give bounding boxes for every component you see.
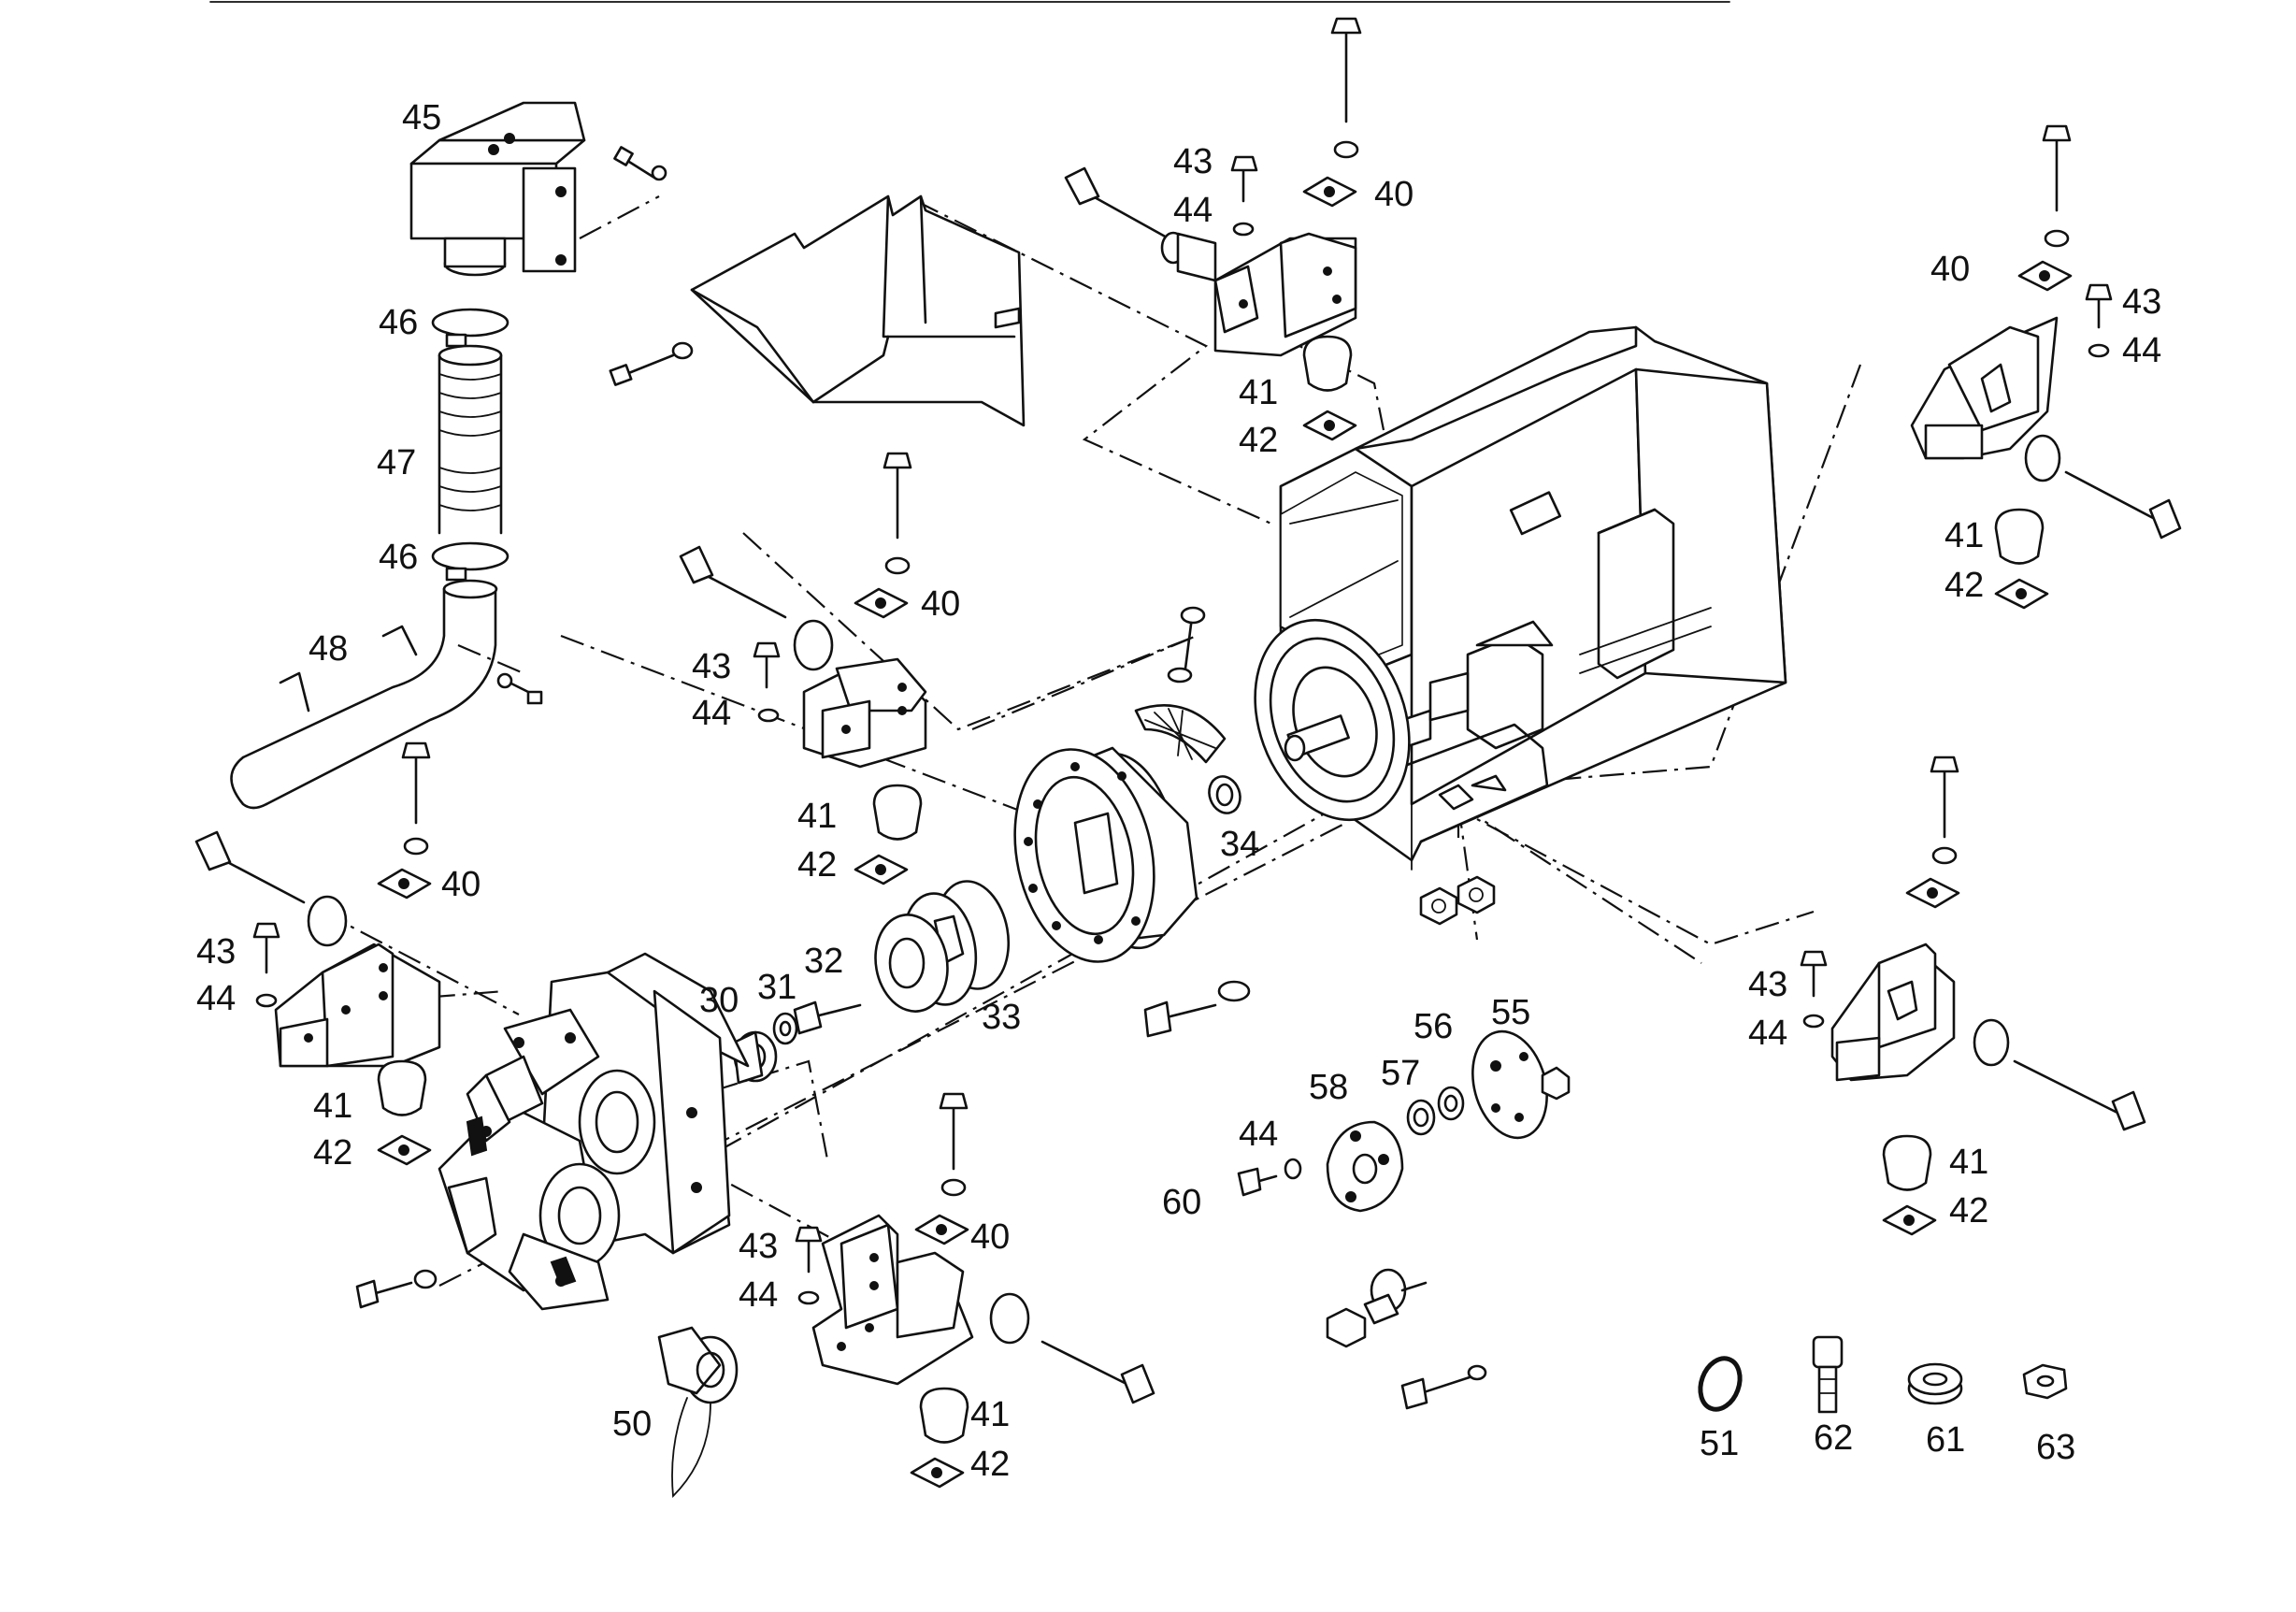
motor-nuts: [1419, 875, 1496, 926]
callout-51: 51: [1700, 1424, 1739, 1463]
guard-screw: [609, 341, 694, 386]
callout-62: 62: [1814, 1418, 1853, 1458]
callout-43: 43: [739, 1227, 778, 1266]
callout-44: 44: [1173, 191, 1213, 230]
callout-56: 56: [1413, 1007, 1453, 1046]
callout-41: 41: [1944, 516, 1984, 555]
washer-part-61: [1907, 1362, 1963, 1405]
o-ring-part-51: [1698, 1356, 1743, 1412]
hose-clamp-part-46-bottom: [431, 541, 509, 582]
callout-43: 43: [2122, 282, 2161, 322]
hose-clamp-part-46-top: [431, 308, 509, 348]
callout-43: 43: [692, 647, 731, 686]
hose-fastener-bolt: [613, 146, 667, 181]
callout-42: 42: [1239, 421, 1278, 460]
callout-60: 60: [1162, 1183, 1201, 1222]
callout-43: 43: [1748, 965, 1787, 1004]
pump-screw-left: [355, 1269, 438, 1309]
callout-44: 44: [739, 1275, 778, 1315]
callout-42: 42: [1944, 566, 1984, 605]
callout-41: 41: [313, 1087, 352, 1126]
hydraulic-pump: [438, 952, 750, 1311]
callout-44: 44: [692, 694, 731, 733]
callout-40: 40: [1374, 175, 1413, 214]
washer-part-57: [1406, 1099, 1436, 1136]
washer-part-56: [1437, 1086, 1465, 1121]
callout-33: 33: [982, 998, 1021, 1037]
coupling-bolt-top: [1167, 606, 1206, 684]
callout-42: 42: [1949, 1191, 1988, 1231]
pipe-screw: [496, 672, 543, 705]
screw-lower: [1400, 1364, 1487, 1410]
washer-part-31: [772, 1012, 798, 1045]
mesh-guard: [1134, 703, 1227, 764]
plate-part-58: [1326, 1120, 1404, 1213]
screw-part-32: [793, 1000, 862, 1035]
mount-set-b: [1910, 124, 2182, 610]
callout-42: 42: [970, 1445, 1010, 1484]
washer-part-44-small: [1284, 1158, 1302, 1180]
callout-61: 61: [1926, 1420, 1965, 1460]
callout-44: 44: [196, 979, 236, 1018]
guard-plate: [690, 194, 1026, 427]
callout-40: 40: [970, 1217, 1010, 1257]
plug-part-50: [657, 1326, 739, 1498]
elbow-pipe-part-48: [230, 579, 498, 810]
callout-46: 46: [379, 303, 418, 342]
mount-set-c: [679, 452, 927, 885]
callout-43: 43: [196, 932, 236, 972]
mount-set-e: [795, 1092, 1155, 1489]
mount-set-f: [1800, 756, 2146, 1236]
callout-45: 45: [402, 98, 441, 137]
callout-63: 63: [2036, 1428, 2075, 1467]
callout-40: 40: [1930, 250, 1970, 289]
callout-58: 58: [1309, 1068, 1348, 1107]
callout-46: 46: [379, 538, 418, 577]
callout-44: 44: [2122, 331, 2161, 370]
callout-43: 43: [1173, 142, 1213, 181]
mount-set-a: [1064, 17, 1362, 441]
screw-part-60: [1237, 1167, 1278, 1197]
callout-30: 30: [699, 981, 739, 1020]
hose-bracket-part-45: [409, 101, 586, 277]
mount-set-d: [194, 741, 441, 1166]
callout-40: 40: [441, 865, 481, 904]
fitting-lower: [1326, 1268, 1428, 1348]
coupling-hub-part-33: [874, 880, 1011, 1013]
callout-34: 34: [1220, 825, 1259, 864]
callout-40: 40: [921, 584, 960, 624]
motor-flange: [1254, 618, 1411, 822]
callout-48: 48: [309, 629, 348, 669]
callout-57: 57: [1381, 1054, 1420, 1093]
callout-44: 44: [1748, 1014, 1787, 1053]
callout-44: 44: [1239, 1115, 1278, 1154]
coupling-housing: [1013, 746, 1198, 963]
cap-screw-part-62: [1812, 1335, 1844, 1414]
callout-41: 41: [1949, 1143, 1988, 1182]
seal-ring-part-34: [1208, 775, 1241, 814]
callout-42: 42: [313, 1133, 352, 1173]
callout-41: 41: [797, 797, 837, 836]
callout-labels: 45 46 47 46 48 43 44 40 41 42 40 43 44 4…: [196, 98, 2161, 1484]
nut-part-63: [2022, 1363, 2068, 1400]
callout-47: 47: [377, 443, 416, 482]
flange-plate-part-55: [1471, 1029, 1571, 1140]
callout-55: 55: [1491, 993, 1530, 1032]
callout-42: 42: [797, 845, 837, 885]
coupling-bolt-bottom: [1143, 980, 1251, 1038]
callout-41: 41: [970, 1395, 1010, 1434]
callout-31: 31: [757, 968, 796, 1007]
callout-32: 32: [804, 942, 843, 981]
hose-part-47: [438, 344, 503, 535]
callout-41: 41: [1239, 373, 1278, 412]
callout-50: 50: [612, 1404, 652, 1444]
